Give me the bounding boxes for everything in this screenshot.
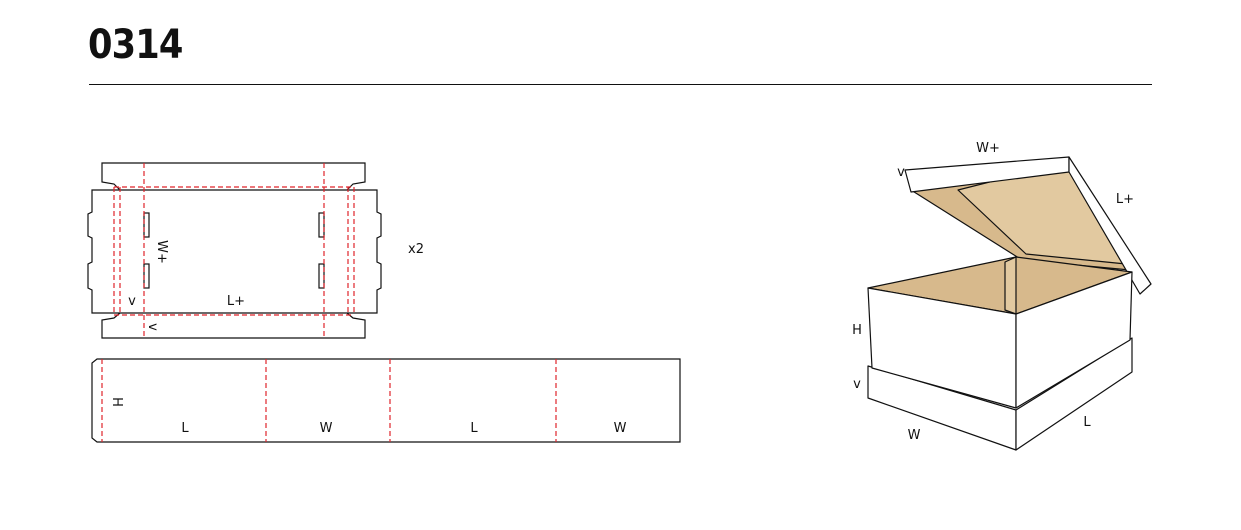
page-title: 0314 [88,22,183,68]
box-length-label: L [1083,415,1091,430]
band-outline [91,358,681,443]
band-panel-label: L [470,421,478,436]
tray-slot [143,263,150,289]
box-lid-side-edge [1068,156,1152,295]
band-height-label: H [109,397,124,407]
title-divider [89,84,1152,85]
tray-bottom-flap-label: v [145,323,160,331]
tray-slot [143,212,150,238]
band-blank: H L W L W [91,358,681,443]
box-base-v-label: v [853,377,861,392]
tray-right-panel [347,189,382,314]
band-panel-label: L [181,421,189,436]
band-panel-label: W [614,421,627,436]
tray-left-panel [87,189,120,314]
tray-length-label: L+ [227,294,245,309]
tray-slot [318,263,325,289]
box-lid-length-label: L+ [1116,192,1134,207]
box-width-label: W [908,428,921,443]
box-lid-v-label: v [897,165,905,180]
box-illustration: W+ L+ v H v W L [852,141,1152,451]
tray-top-flap [101,162,366,191]
tray-side-flap-label: v [128,294,136,309]
tray-bottom-flap [101,312,366,339]
box-interior-wall [1004,256,1017,315]
quantity-label: x2 [408,242,424,257]
box-height-label: H [852,323,862,338]
tray-blank: W+ L+ v v x2 [87,162,424,339]
band-panel-label: W [320,421,333,436]
tray-slot [318,212,325,238]
box-lid-width-label: W+ [976,141,1000,156]
tray-width-label: W+ [154,240,169,264]
box-side-wall [1015,271,1133,409]
